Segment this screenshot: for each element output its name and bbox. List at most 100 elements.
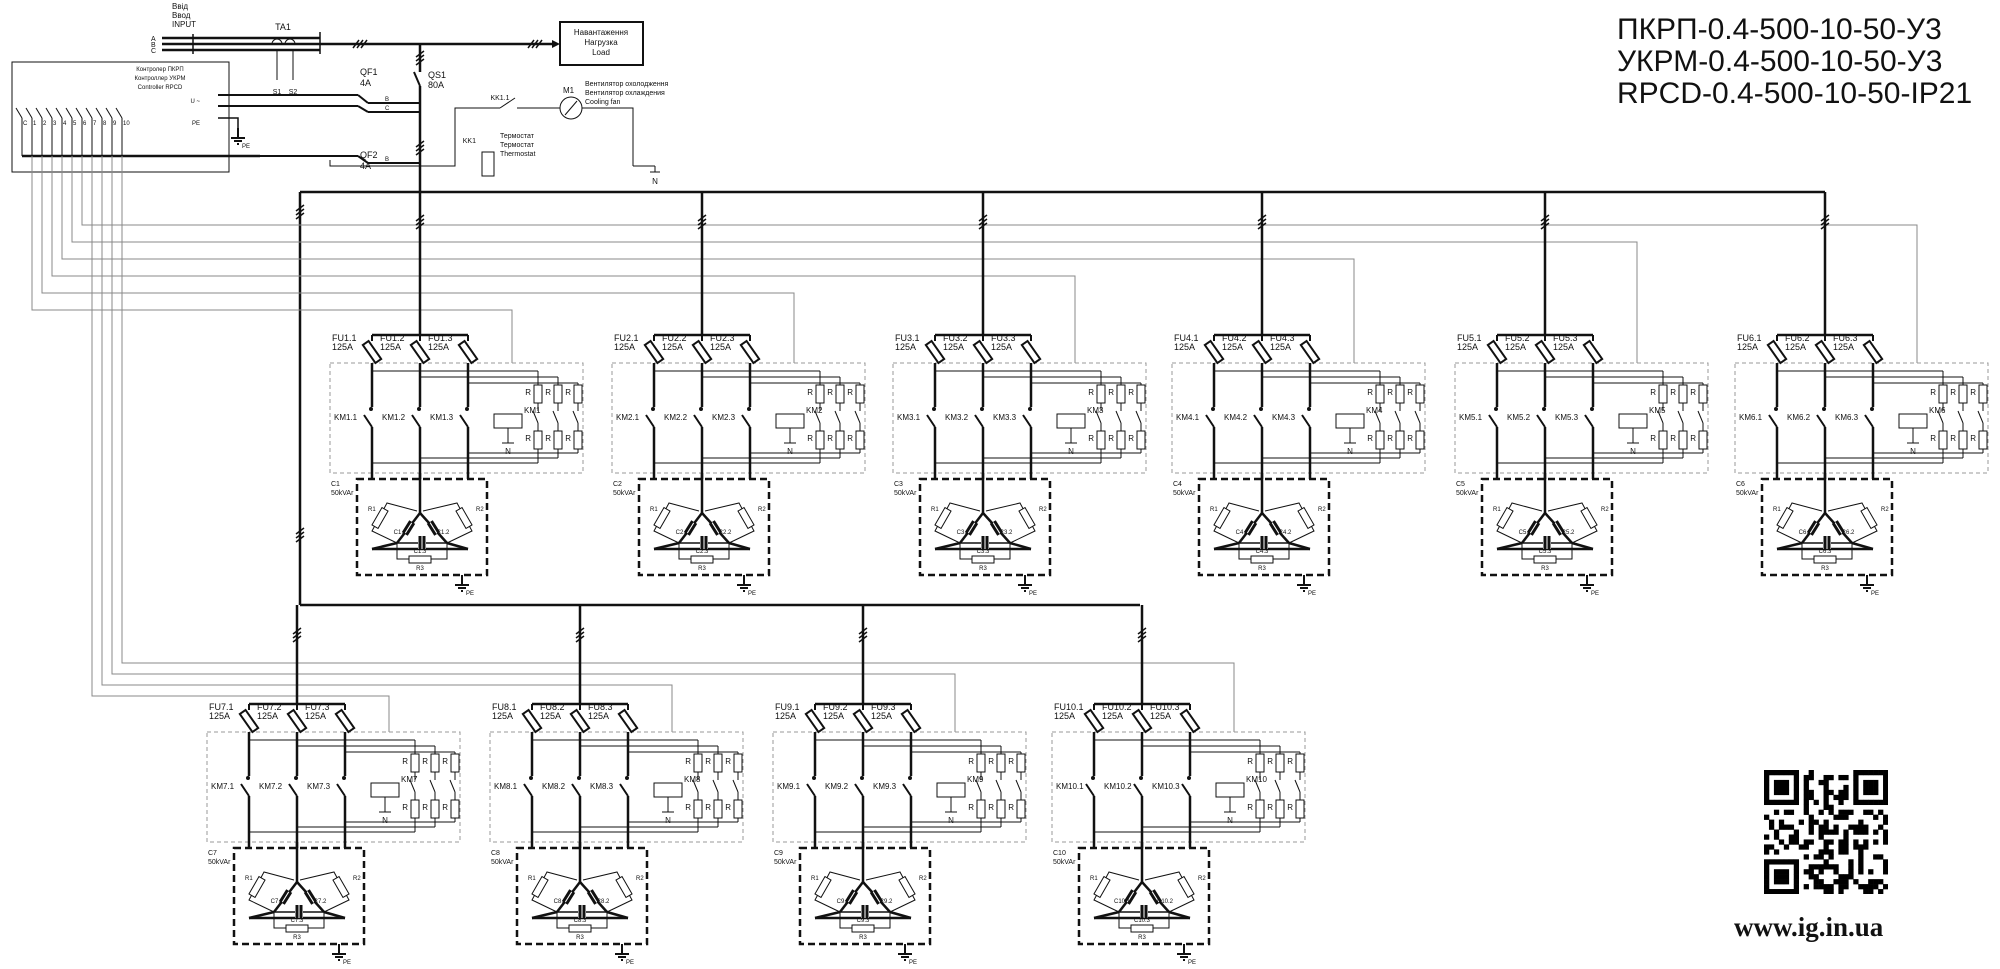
contact-label: KM5.1 [1459,413,1483,422]
contactor-contact [806,783,816,797]
resistor-body [531,875,549,899]
phase-tick-mark [292,627,302,635]
capacitor-icon [561,889,576,905]
qr-module [1883,859,1888,865]
qr-module [1883,784,1888,791]
discharge-resistor-icon [1275,799,1285,819]
qr-module [1853,879,1859,885]
capacitor-element-label: C9.2 [880,899,893,905]
resistor-icon [285,924,309,933]
qr-module [1873,789,1879,796]
qr-module [1793,834,1800,840]
qr-module [1818,864,1824,870]
qr-module [1853,774,1859,781]
qr-module [1838,844,1844,850]
fuse-rating: 125A [1054,711,1075,721]
title-line: RPCD-0.4-500-10-50-IP21 [1617,77,1973,110]
resistor-label: R2 [1198,876,1206,882]
fuse-label: FU6.3 [1833,333,1858,343]
controller-relay-contact [75,107,83,119]
phase-tick-mark [415,214,425,222]
qr-module [1788,859,1795,865]
capacitor-icon [278,889,293,905]
resistor-icon [934,506,952,530]
qr-module [1793,884,1800,890]
resistor-icon [1533,555,1557,564]
contact-dot [625,776,629,780]
contactor-contact [240,783,250,797]
phase-tick-mark [527,39,535,49]
fuse-icon [238,708,260,734]
qr-module [1818,834,1824,840]
capacitor-icon [861,905,869,919]
contactor-contact [571,783,581,797]
capacitor-plate [1127,891,1138,905]
qr-module [1778,859,1785,865]
phase-wire [606,910,629,920]
coil-label: KM5 [1649,406,1666,415]
contact-label: KM1.2 [382,413,406,422]
capacitor-rating: 50kVAr [491,859,514,866]
capacitor-icon [1526,520,1541,536]
resistor-body [1093,875,1111,899]
fan-wire [329,107,500,167]
qr-module [1783,889,1790,894]
qr-module [1788,770,1795,776]
resistor-label: R [1650,434,1656,443]
phase-tick-mark [978,222,988,230]
discharge-resistor-icon [1375,430,1385,450]
capacitor-rating: 50kVAr [1736,490,1759,497]
phase-wire [446,541,469,551]
qr-module [1813,879,1819,885]
qr-module [1823,839,1829,845]
fuse-rating: 125A [943,342,964,352]
capacitor-element-label: C10.1 [1114,899,1131,905]
resistor-icon [737,506,755,530]
controller-relay-contact [55,107,63,119]
contact-label: KM5.3 [1555,413,1579,422]
fuse-body [1582,339,1604,365]
fuse-label: FU9.2 [823,702,848,712]
qr-module [1768,824,1775,830]
capacitor-plate [282,891,293,905]
resistor-label: R [1287,803,1293,812]
contactor-coil-icon [1898,413,1928,429]
qr-module [1878,879,1884,885]
capacitor-rating: 50kVAr [894,490,917,497]
contact-label: KM6.1 [1739,413,1763,422]
resistor-body [737,506,755,530]
coil-label: KM1 [524,406,541,415]
resistor-label: R [1088,388,1094,397]
contact-dot [577,776,581,780]
qr-module [1823,794,1829,801]
capacitor-label: C6 [1736,481,1745,488]
qr-module [1823,849,1829,855]
qr-module [1843,794,1849,801]
qr-module [1808,814,1814,820]
qs1-label: QS1 [428,70,446,80]
resistor-icon [408,555,432,564]
website-link[interactable]: www.ig.in.ua [1734,912,1884,942]
qr-module [1818,779,1824,786]
thermostat-label: Термостат [500,142,535,149]
qr-module [1833,829,1839,835]
qr-module [1843,884,1849,890]
contactor-coil-icon [775,413,805,429]
qr-module [1883,770,1888,776]
fuse-icon [1251,339,1273,365]
qr-module [1783,824,1790,830]
fuse-label: FU4.2 [1222,333,1247,343]
contactor-contact [926,414,936,428]
phase-tick-mark [978,218,988,226]
fuse-label: FU7.1 [209,702,234,712]
capacitor-icon [964,520,979,536]
resistor-label: R [1088,434,1094,443]
fuse-body [643,339,665,365]
contactor-contact [336,783,346,797]
qr-module [1853,824,1859,830]
qr-module [1773,809,1780,815]
qr-module [1773,849,1780,855]
resistor-label: R [565,434,571,443]
fuse-body [1020,339,1042,365]
qr-module [1838,879,1844,885]
